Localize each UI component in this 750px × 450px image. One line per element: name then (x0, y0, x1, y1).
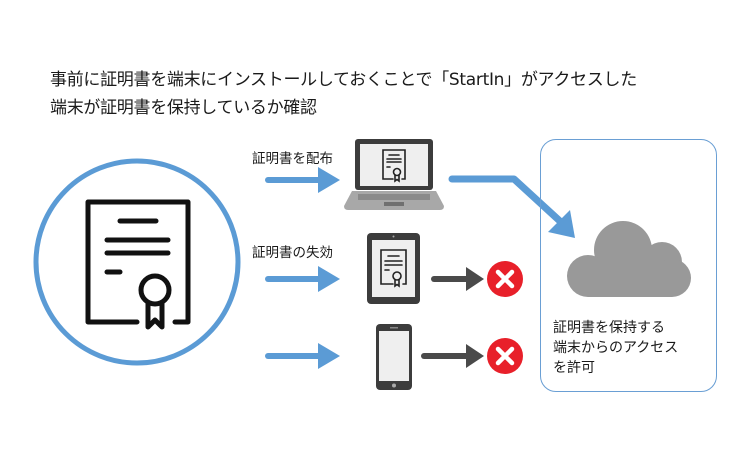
flow-arrow-1 (265, 167, 340, 193)
deny-icon-2 (487, 261, 523, 297)
deny-arrow-3 (421, 344, 484, 368)
cloud-panel (540, 139, 717, 392)
flow-label-2: 証明書の失効 (252, 245, 333, 261)
flow-arrow-3 (265, 343, 340, 369)
certificate-small-icon (382, 149, 406, 183)
smartphone-icon (376, 324, 412, 390)
heading-line-2: 端末が証明書を保持しているか確認 (50, 98, 317, 118)
cloud-icon (567, 221, 691, 297)
heading: 事前に証明書を端末にインストールしておくことで「StartIn」がアクセスした … (50, 66, 637, 122)
certificate-small-icon (380, 249, 407, 288)
deny-arrow-2 (431, 267, 484, 291)
laptop-icon (344, 139, 444, 210)
panel-line-2: 端末からのアクセス (553, 340, 679, 356)
panel-text: 証明書を保持する 端末からのアクセス を許可 (553, 318, 678, 378)
flow-label-1: 証明書を配布 (252, 151, 333, 167)
tablet-icon (367, 233, 420, 304)
deny-icon-3 (487, 338, 523, 374)
panel-line-3: を許可 (553, 360, 595, 376)
heading-line-1: 事前に証明書を端末にインストールしておくことで「StartIn」がアクセスした (50, 70, 637, 90)
allow-arrow (448, 175, 575, 238)
flow-arrow-2 (265, 266, 340, 292)
certificate-circle (33, 158, 241, 366)
panel-line-1: 証明書を保持する (553, 320, 665, 336)
certificate-icon (85, 199, 191, 330)
